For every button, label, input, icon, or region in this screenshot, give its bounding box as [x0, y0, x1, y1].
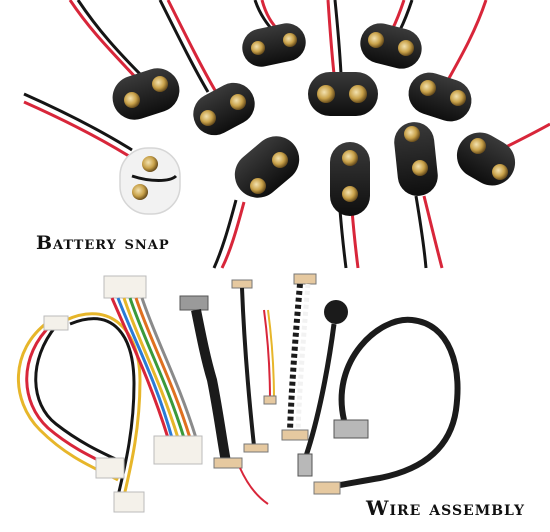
caption-wire-assembly: Wire assembly	[366, 496, 525, 520]
battery-snap	[308, 0, 378, 116]
cable-loop-dsub	[313, 316, 461, 495]
battery-snap	[158, 0, 255, 136]
cable-circular-connector	[297, 300, 348, 477]
cable-twisted-pair	[281, 273, 317, 441]
battery-snap-white	[23, 92, 181, 215]
battery-snap	[68, 0, 180, 120]
cable-loose-wires	[263, 309, 277, 405]
cable-sleeved-dsub	[179, 295, 243, 469]
battery-snap	[212, 136, 300, 269]
battery-snap	[456, 122, 550, 186]
battery-snap-group	[23, 0, 550, 269]
wire-harness-ribbon	[103, 275, 203, 465]
caption-battery-snap: Battery snap	[36, 232, 170, 254]
battery-snap	[360, 0, 422, 69]
battery-snap	[242, 0, 306, 67]
battery-snap	[330, 142, 370, 269]
cable-thin-black	[231, 279, 269, 505]
wire-harness-multicolor	[17, 312, 145, 513]
battery-snap	[408, 0, 488, 122]
battery-snap	[394, 122, 444, 269]
wire-assembly-group	[17, 273, 461, 513]
